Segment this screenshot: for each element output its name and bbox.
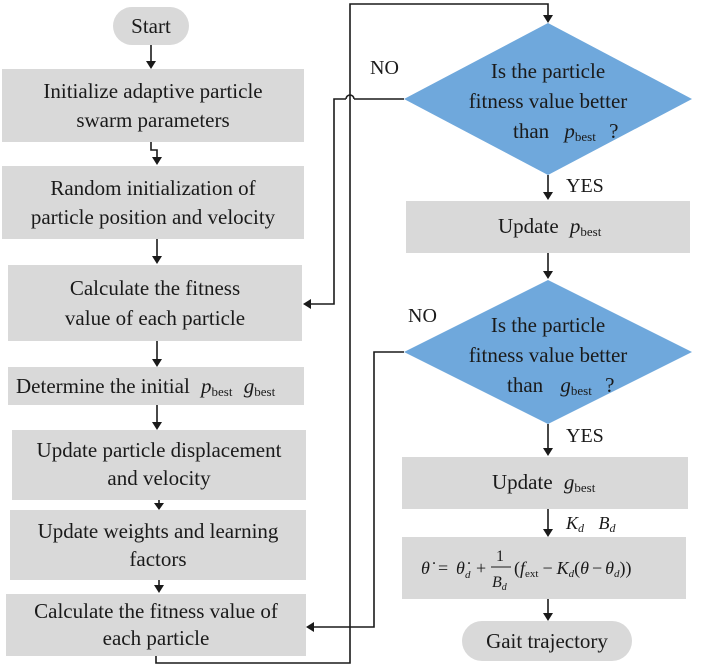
connector-calc2-decision1-head (543, 15, 553, 23)
decision-2-line3: than gbest ? (507, 373, 614, 400)
update-displacement-node (12, 430, 306, 500)
update-weights-node (10, 510, 306, 580)
no-loop-1-head (303, 299, 311, 309)
random-init-line2: particle position and velocity (31, 205, 276, 229)
update-gbest-text: Update gbest (492, 470, 596, 495)
calc-fitness-2-line2: each particle (103, 626, 210, 650)
eq-equals: = (438, 558, 448, 578)
kd-bd-label: Kd Bd (565, 513, 617, 536)
decision-2-line2: fitness value better (469, 343, 628, 367)
eq-frac-num: 1 (496, 548, 504, 565)
update-weights-line2: factors (129, 547, 186, 571)
start-node (113, 7, 189, 45)
gait-trajectory-node (462, 621, 632, 661)
arrow-decision1-update-head (543, 192, 553, 200)
random-init-node (2, 166, 304, 239)
init-params-line1: Initialize adaptive particle (43, 79, 262, 103)
init-params-line2: swarm parameters (76, 108, 229, 132)
connector-calc2-decision1 (155, 3, 549, 664)
arrow-pbest-decision2-head (543, 271, 553, 279)
start-label: Start (131, 14, 171, 38)
arrow-calc-determine-head (152, 359, 162, 367)
eq-theta-d-sub: d (465, 569, 471, 581)
no-loop-2-head (306, 622, 314, 632)
update-weights-line1: Update weights and learning (38, 519, 279, 543)
update-pbest-node (406, 201, 690, 253)
calc-fitness-2-node (6, 594, 306, 656)
update-pbest-text: Update pbest (498, 214, 602, 239)
update-displacement-line1: Update particle displacement (37, 438, 282, 462)
eq-expression: (fext−Kd(θ−θd)) (514, 558, 631, 580)
update-displacement-line2: and velocity (107, 466, 211, 490)
no-label-1: NO (370, 57, 399, 79)
eq-frac-den: Bd (492, 574, 508, 593)
arrow-decision2-update-head (543, 448, 553, 456)
random-init-line1: Random initialization of (50, 176, 255, 200)
no-loop-2 (313, 351, 404, 628)
no-loop-1-b (310, 98, 346, 305)
yes-label-2: YES (566, 425, 604, 447)
determine-initial-node (8, 367, 304, 405)
calc-fitness-2-line1: Calculate the fitness value of (34, 599, 278, 623)
arrow-equation-gait-head (543, 613, 553, 621)
no-loop-1-hop (345, 94, 355, 100)
arrow-random-calc-head (152, 256, 162, 264)
arrow-start-init-head (146, 61, 156, 69)
calc-fitness-1-node (8, 265, 302, 341)
arrow-init-random (150, 142, 158, 158)
gait-trajectory-label: Gait trajectory (486, 629, 608, 653)
arrow-displacement-weights-head (154, 503, 164, 510)
eq-plus: + (476, 558, 486, 578)
arrow-gbest-equation-head (543, 529, 553, 537)
calc-fitness-1-line1: Calculate the fitness (70, 276, 240, 300)
init-params-node (2, 69, 304, 142)
decision-2-node (404, 280, 692, 424)
admittance-equation: θ̇ = θ̇ d + 1 Bd (fext−Kd(θ−θd)) (421, 548, 631, 593)
determine-initial-text: Determine the initial pbest gbest (16, 374, 276, 401)
calc-fitness-1-line2: value of each particle (65, 306, 245, 330)
determine-initial-label: Determine the initial (16, 374, 190, 398)
arrow-determine-update-head (152, 422, 162, 430)
decision-2-line1: Is the particle (491, 313, 605, 337)
decision-1-line2: fitness value better (469, 89, 628, 113)
no-label-2: NO (408, 305, 437, 327)
decision-1-line1: Is the particle (491, 59, 605, 83)
arrow-weights-calc2-head (154, 585, 164, 593)
update-gbest-node (402, 457, 688, 509)
decision-1-node (404, 23, 692, 175)
yes-label-1: YES (566, 175, 604, 197)
arrow-init-random-head (152, 157, 162, 165)
decision-1-line3: than pbest ? (513, 119, 618, 146)
equation-node (402, 537, 686, 599)
